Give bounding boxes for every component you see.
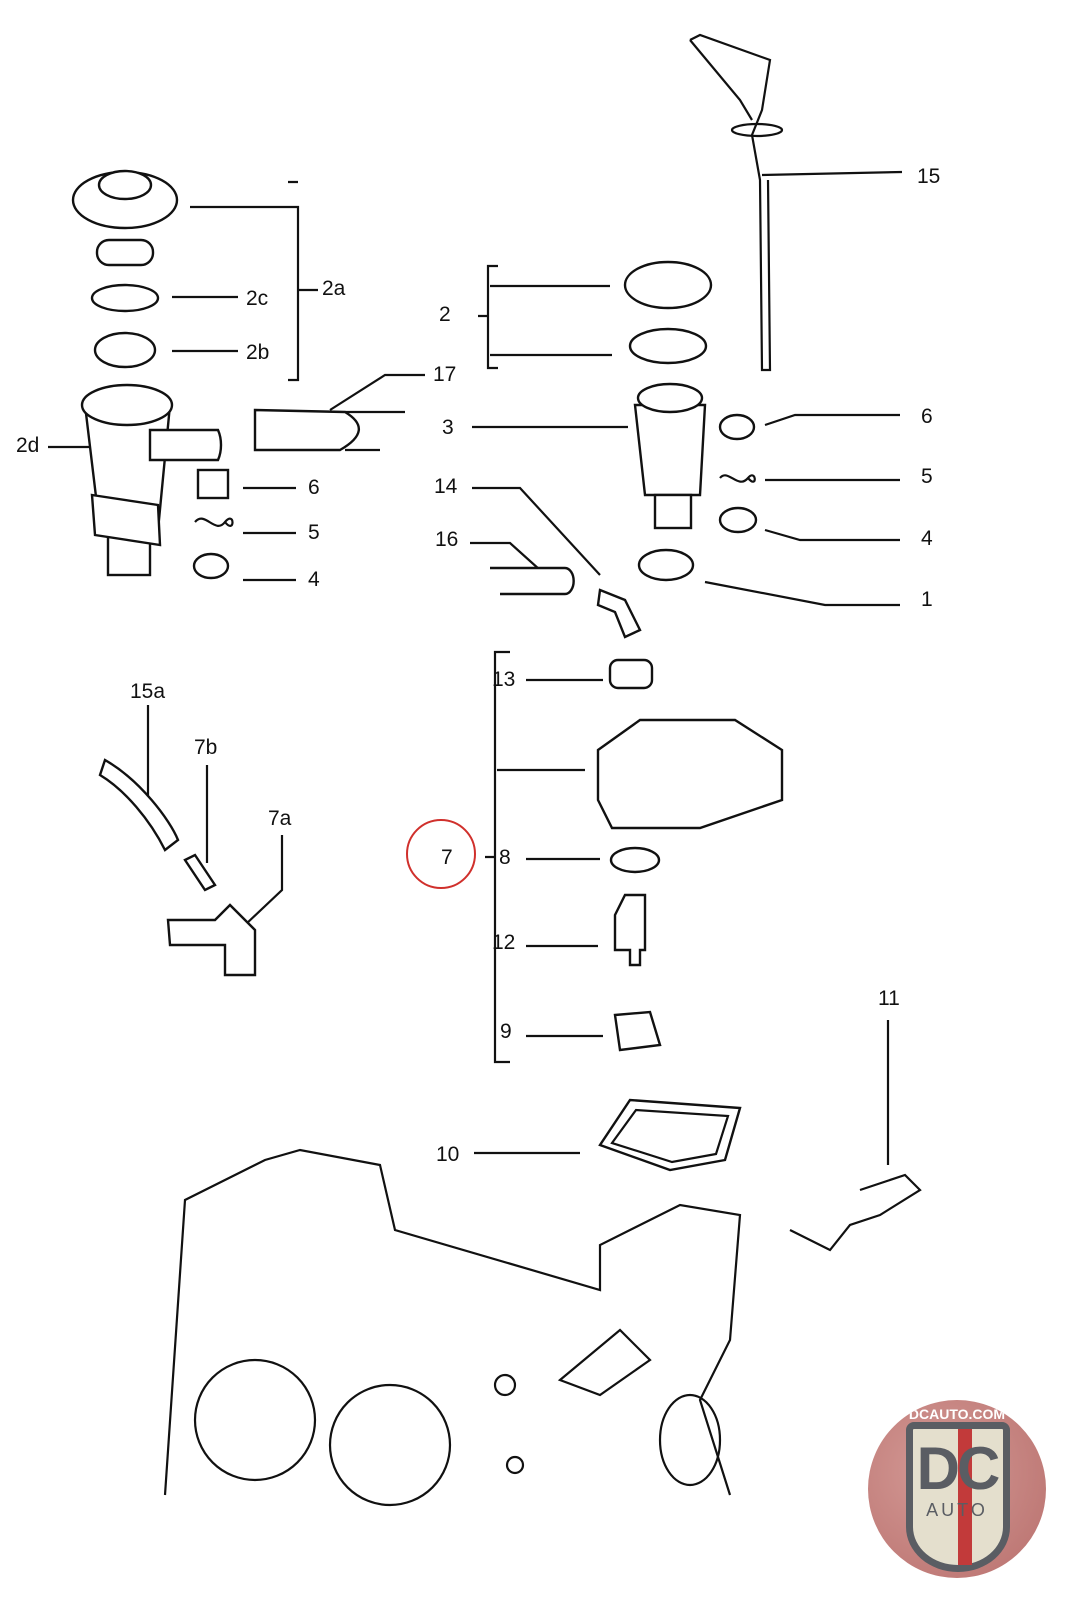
engine-case bbox=[163, 1148, 742, 1507]
clip-11 bbox=[789, 1173, 922, 1252]
highlight-circle bbox=[406, 819, 476, 889]
callout-7: 7 bbox=[441, 846, 453, 869]
hose-17 bbox=[253, 408, 405, 452]
callout-3: 3 bbox=[442, 416, 454, 439]
callout-14: 14 bbox=[434, 475, 458, 498]
dcauto-logo: DCAUTO.COM DC AUTO bbox=[868, 1400, 1046, 1578]
callout-2: 2 bbox=[439, 303, 451, 326]
callout-13: 13 bbox=[492, 668, 515, 691]
callout-7b: 7b bbox=[194, 736, 217, 759]
callout-7a: 7a bbox=[268, 807, 292, 830]
logo-mark: DC bbox=[916, 1435, 1001, 1502]
callout-5-left: 5 bbox=[308, 521, 320, 544]
callout-6-right: 6 bbox=[921, 405, 933, 428]
callout-17: 17 bbox=[433, 363, 456, 386]
dipstick bbox=[689, 33, 784, 372]
callout-15: 15 bbox=[917, 165, 940, 188]
callout-2d: 2d bbox=[16, 434, 39, 457]
callout-12: 12 bbox=[492, 931, 515, 954]
callout-4-right: 4 bbox=[921, 527, 933, 550]
breather-parts-7 bbox=[596, 658, 784, 1052]
logo-sub: AUTO bbox=[926, 1500, 988, 1520]
hoses-14-16 bbox=[490, 566, 642, 639]
callout-1: 1 bbox=[921, 588, 933, 611]
logo-stripe bbox=[958, 1429, 972, 1565]
gasket-10 bbox=[598, 1098, 742, 1172]
callout-2a: 2a bbox=[322, 277, 346, 300]
filler-cap-assembly-left bbox=[71, 169, 234, 580]
callout-8: 8 bbox=[499, 846, 511, 869]
callout-labels: 15 2a 2c 2b 2 17 3 6 5 4 1 2d 6 5 4 14 1… bbox=[16, 165, 940, 1166]
leader-lines bbox=[48, 170, 903, 1165]
hoses-15a-7a-7b bbox=[98, 758, 257, 977]
callout-15a: 15a bbox=[130, 680, 165, 703]
callout-16: 16 bbox=[435, 528, 458, 551]
callout-11: 11 bbox=[878, 987, 900, 1010]
callout-2b: 2b bbox=[246, 341, 269, 364]
callout-9: 9 bbox=[500, 1020, 512, 1043]
callout-4-left: 4 bbox=[308, 568, 320, 591]
filler-neck-right bbox=[623, 260, 758, 582]
callout-5-right: 5 bbox=[921, 465, 933, 488]
callout-10: 10 bbox=[436, 1143, 459, 1166]
callout-2c: 2c bbox=[246, 287, 268, 310]
callout-6-left: 6 bbox=[308, 476, 320, 499]
logo-shield bbox=[906, 1422, 1010, 1572]
logo-url: DCAUTO.COM bbox=[908, 1406, 1006, 1422]
